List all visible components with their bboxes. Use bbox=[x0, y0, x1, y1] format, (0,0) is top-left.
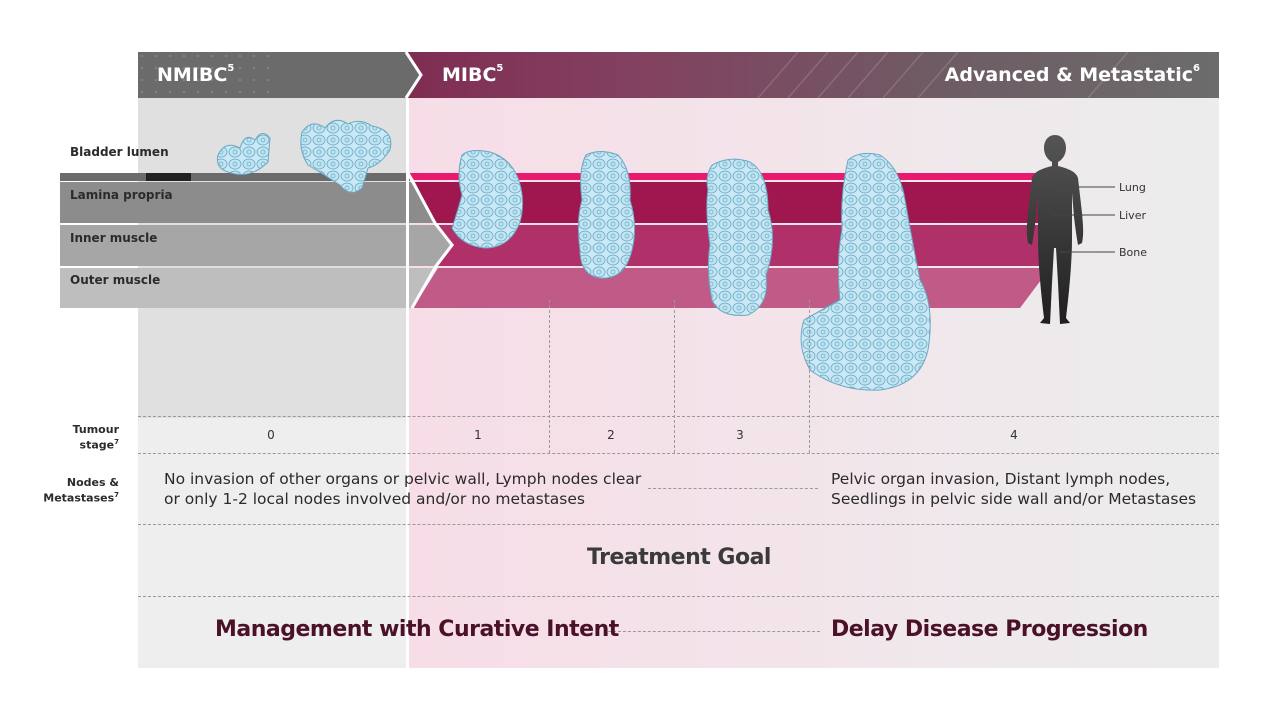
goal-delay-progression: Delay Disease Progression bbox=[831, 617, 1148, 642]
connector-line bbox=[648, 488, 818, 489]
outer-muscle-layer-grey bbox=[60, 268, 436, 308]
grid-line bbox=[138, 453, 1219, 454]
stage-3: 3 bbox=[736, 428, 744, 442]
goal-curative-intent: Management with Curative Intent bbox=[215, 617, 619, 642]
row-label-nodes-metastases: Nodes & Metastases7 bbox=[43, 476, 119, 505]
tumour-cluster-stage3 bbox=[706, 158, 774, 316]
label-inner-muscle: Inner muscle bbox=[70, 231, 158, 245]
grid-line bbox=[549, 300, 550, 453]
connector-line bbox=[608, 631, 820, 632]
grid-line bbox=[809, 300, 810, 453]
organ-label-bone: Bone bbox=[1119, 246, 1148, 259]
stage-banner bbox=[138, 52, 1219, 98]
urothelium-layer bbox=[60, 173, 410, 181]
tumour-cluster-stage0a bbox=[217, 133, 271, 175]
organ-label-liver: Liver bbox=[1119, 209, 1146, 222]
tumour-cluster-stage1 bbox=[451, 150, 524, 249]
human-silhouette-icon bbox=[1026, 135, 1084, 324]
row-label-tumour-stage: Tumour stage7 bbox=[72, 423, 119, 452]
stage-divider bbox=[406, 98, 409, 668]
tumour-cluster-stage4 bbox=[800, 152, 931, 391]
lamina-propria-layer-grey bbox=[60, 182, 435, 223]
grid-line bbox=[138, 524, 1219, 525]
label-bladder-lumen: Bladder lumen bbox=[70, 145, 169, 159]
nodes-description-left: No invasion of other organs or pelvic wa… bbox=[164, 470, 642, 508]
stage-nmibc-title: NMIBC5 bbox=[157, 63, 235, 86]
nodes-description-right: Pelvic organ invasion, Distant lymph nod… bbox=[831, 470, 1197, 508]
treatment-goal-title: Treatment Goal bbox=[587, 545, 771, 570]
tumour-cluster-stage0b bbox=[300, 119, 392, 193]
stage-1: 1 bbox=[474, 428, 482, 442]
stage-0: 0 bbox=[267, 428, 275, 442]
label-lamina-propria: Lamina propria bbox=[70, 188, 173, 202]
stage-2: 2 bbox=[607, 428, 615, 442]
grid-line bbox=[138, 416, 1219, 417]
organ-pointer-lines bbox=[1052, 186, 1115, 253]
tumour-cell-clusters bbox=[217, 119, 931, 391]
grid-line bbox=[138, 596, 1219, 597]
stage-mibc-title: MIBC5 bbox=[442, 63, 504, 86]
grid-line bbox=[674, 300, 675, 453]
tumour-cluster-stage2 bbox=[577, 151, 636, 279]
organ-label-lung: Lung bbox=[1119, 181, 1146, 194]
label-outer-muscle: Outer muscle bbox=[70, 273, 161, 287]
stage-advanced-title: Advanced & Metastatic6 bbox=[944, 63, 1200, 86]
inner-muscle-layer-grey bbox=[60, 225, 452, 266]
stage-4: 4 bbox=[1010, 428, 1018, 442]
